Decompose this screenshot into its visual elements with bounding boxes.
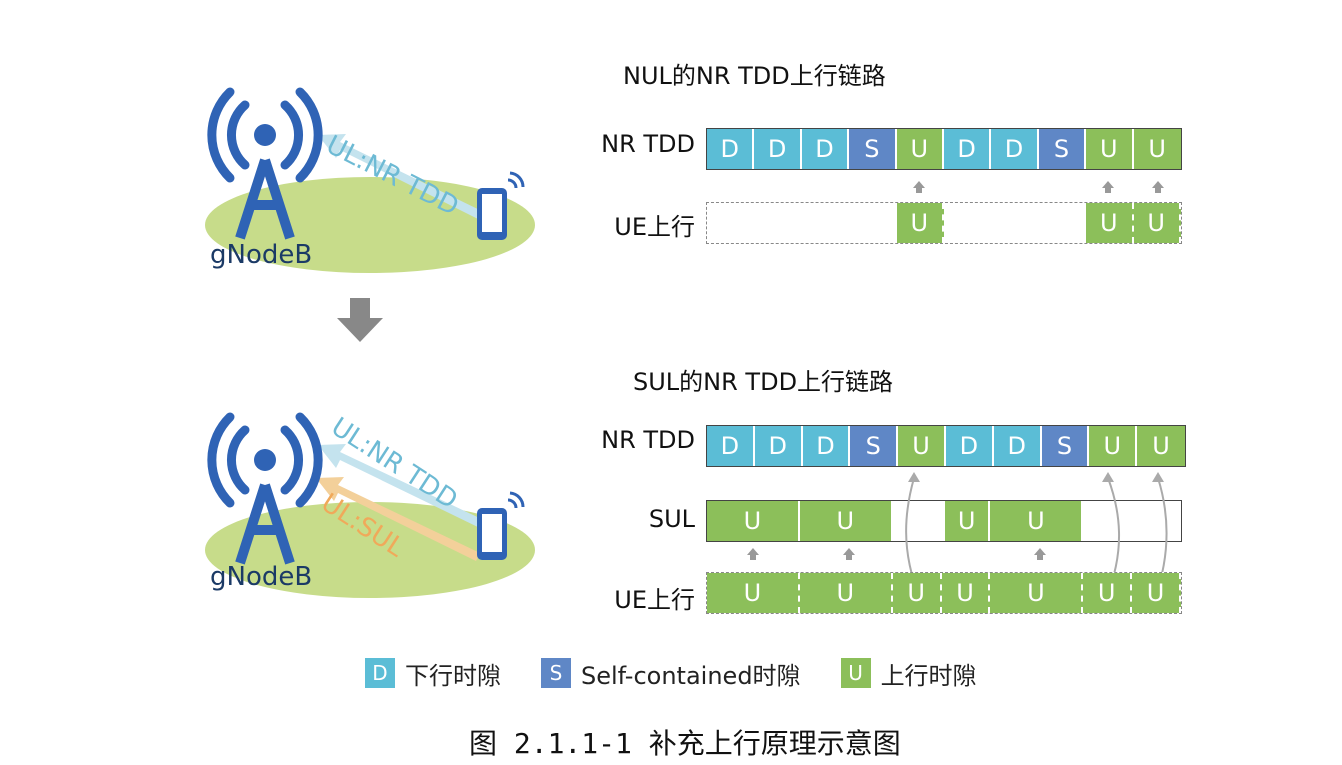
slot-d: D (943, 129, 992, 169)
slot-d: D (801, 129, 850, 169)
slot-u: U (1133, 203, 1181, 243)
slot-u: U (990, 573, 1084, 613)
legend-d-swatch: D (365, 658, 395, 688)
slot-u: U (896, 203, 944, 243)
sul-title: SUL的NR TDD上行链路 (633, 368, 894, 396)
slot-u: U (892, 573, 942, 613)
figure-caption: 图 2.1.1-1 补充上行原理示意图 (469, 727, 901, 760)
slot-d: D (707, 129, 755, 169)
slot-d: D (754, 129, 802, 169)
slot-u: U (1132, 573, 1181, 613)
sul-ue-label: UE上行 (614, 586, 695, 614)
slot-u: U (707, 501, 800, 541)
legend-s-text: Self-contained时隙 (581, 661, 801, 690)
slot-d: D (991, 129, 1039, 169)
slot-s: S (1038, 129, 1087, 169)
tower-body (235, 158, 295, 240)
uplink-arrow (318, 444, 490, 531)
slot-s: S (850, 426, 899, 466)
slot-d: D (754, 426, 803, 466)
slot-empty (944, 203, 992, 243)
slot-u: U (799, 573, 893, 613)
illustration-sul (205, 412, 535, 598)
nul-ue-label: UE上行 (614, 213, 695, 241)
sul-arrow (316, 477, 480, 561)
gnodeb-label: gNodeB (210, 240, 313, 270)
slot-s: S (1041, 426, 1090, 466)
slot-u: U (1083, 573, 1133, 613)
slot-empty (1083, 501, 1133, 541)
slot-u: U (1089, 426, 1138, 466)
slot-u: U (944, 501, 991, 541)
slot-d: D (707, 426, 755, 466)
illustration-nul (205, 87, 535, 273)
slot-empty (754, 203, 802, 243)
phone-icon (477, 491, 525, 560)
slot-s: S (849, 129, 897, 169)
slot-empty (707, 203, 755, 243)
slot-d: D (945, 426, 994, 466)
slot-empty (802, 203, 850, 243)
down-arrow-icon (337, 298, 383, 342)
slot-u: U (941, 573, 991, 613)
slot-u: U (898, 426, 946, 466)
legend-s-swatch: S (541, 658, 571, 688)
uplink-arrow (318, 134, 490, 223)
slot-empty (893, 501, 945, 541)
slot-u: U (896, 129, 944, 169)
slot-u: U (1133, 129, 1181, 169)
legend-d-text: 下行时隙 (405, 661, 501, 690)
legend-u-swatch: U (840, 658, 871, 688)
slot-u: U (1086, 203, 1134, 243)
slot-d: D (802, 426, 851, 466)
slot-u: U (1086, 129, 1134, 169)
slot-u: U (707, 573, 800, 613)
phone-icon (477, 171, 525, 240)
slot-empty (849, 203, 897, 243)
slot-u: U (1137, 426, 1185, 466)
sul-nrtdd-label: NR TDD (601, 426, 695, 454)
ground-ellipse (205, 502, 535, 598)
nul-nrtdd-label: NR TDD (601, 130, 695, 158)
nul-title: NUL的NR TDD上行链路 (623, 62, 886, 90)
slot-d: D (993, 426, 1042, 466)
sul-sul-label: SUL (648, 505, 695, 533)
legend-u-text: 上行时隙 (880, 661, 977, 690)
slot-empty (1039, 203, 1087, 243)
slot-u: U (799, 501, 893, 541)
legend: D 下行时隙 S Self-contained时隙 U 上行时隙 (365, 655, 1085, 691)
tower-icon (207, 87, 323, 183)
slot-u: U (990, 501, 1084, 541)
slot-empty (991, 203, 1039, 243)
gnodeb-label: gNodeB (210, 562, 313, 592)
